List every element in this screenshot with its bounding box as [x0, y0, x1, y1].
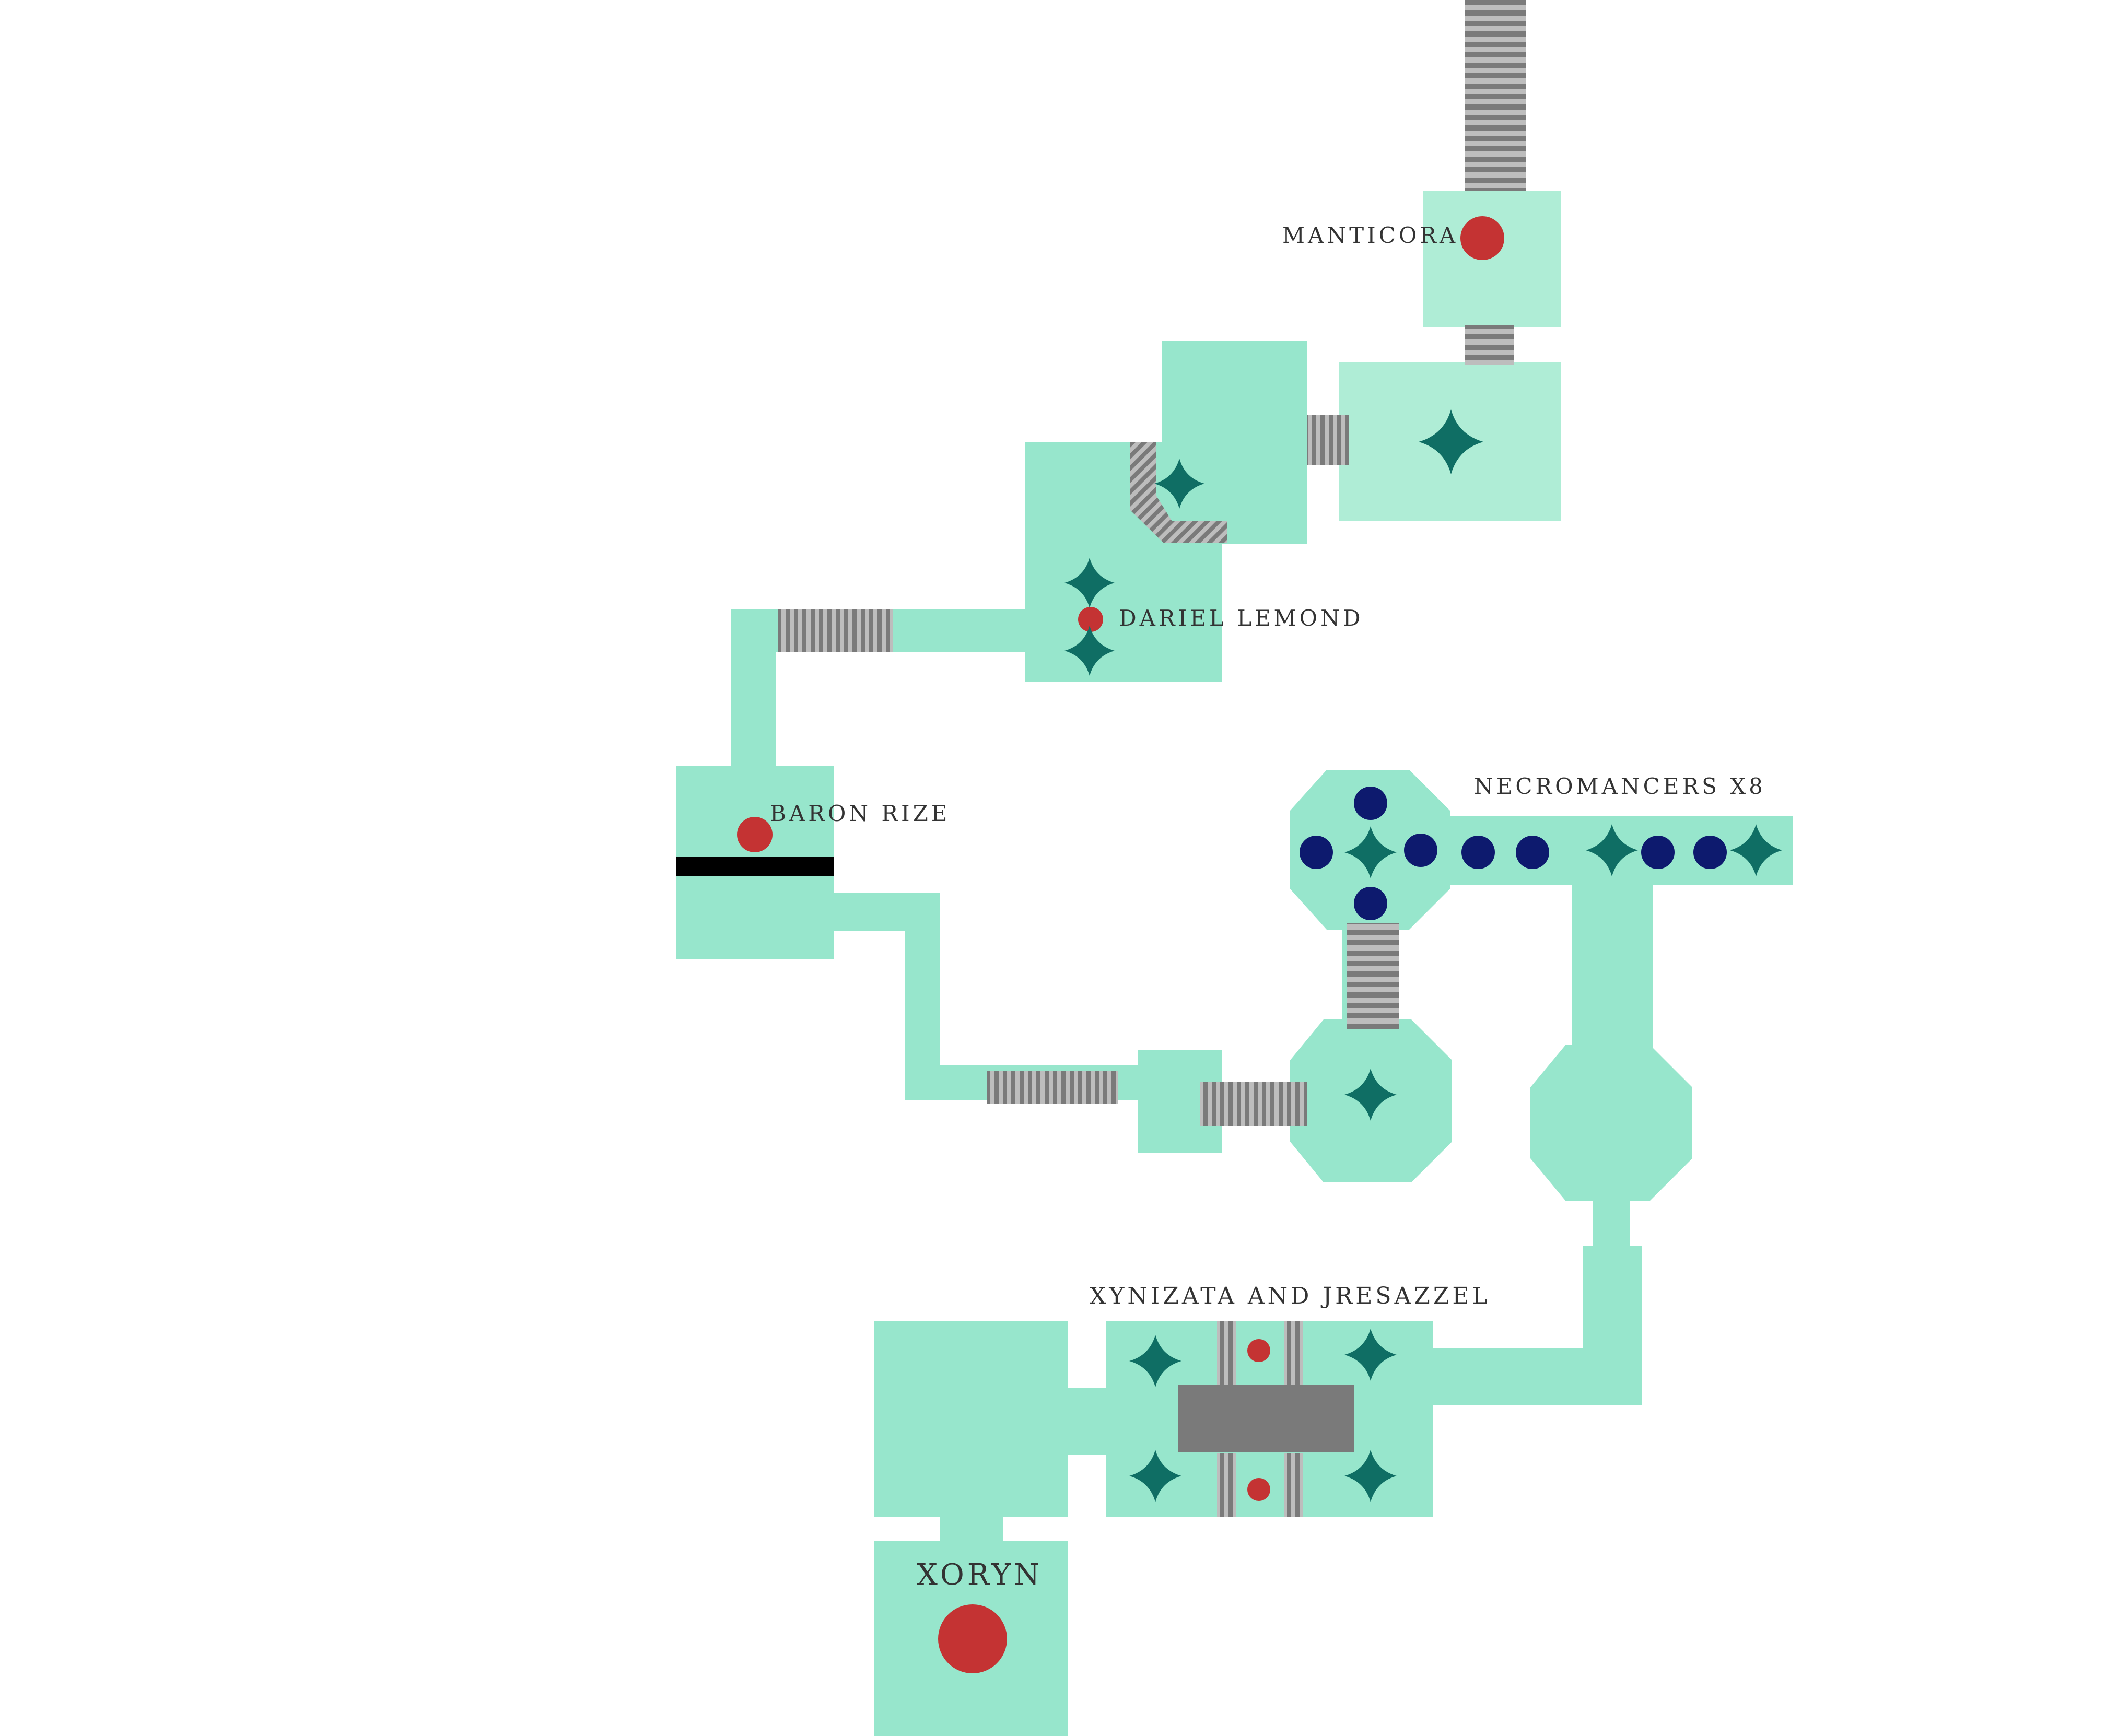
- encounter-star-icon[interactable]: [1064, 558, 1115, 608]
- necromancer-markers: [1300, 787, 1727, 920]
- label-xoryn: XORYN: [917, 1558, 1043, 1592]
- encounter-star-icon[interactable]: [1419, 409, 1483, 474]
- necromancer-marker[interactable]: [1461, 836, 1495, 869]
- stairs-xynizata-left-south: [1217, 1453, 1236, 1517]
- necromancer-marker[interactable]: [1693, 836, 1727, 869]
- encounter-star-icon[interactable]: [1344, 1450, 1397, 1502]
- boss-manticora-marker[interactable]: [1460, 216, 1504, 260]
- stairs-xynizata-right-north: [1284, 1321, 1303, 1389]
- central-platform: [1178, 1385, 1354, 1452]
- corridor-to-xynizata: [1431, 1348, 1642, 1405]
- xynizata-west-connector: [1066, 1388, 1108, 1455]
- manticora-room: [1423, 191, 1561, 327]
- encounter-star-icon[interactable]: [1064, 626, 1115, 676]
- lower-left-room: [874, 1321, 1068, 1517]
- necromancer-marker[interactable]: [1516, 836, 1549, 869]
- label-necromancers: NECROMANCERS X8: [1474, 773, 1766, 799]
- necromancer-marker[interactable]: [1404, 834, 1437, 867]
- encounter-markers: [1064, 409, 1782, 1502]
- barrier-wall: [676, 857, 834, 876]
- boss-jresazzel-marker[interactable]: [1247, 1478, 1270, 1501]
- encounter-star-icon[interactable]: [1129, 1335, 1181, 1387]
- stairs-dariel-bend: [1130, 442, 1227, 543]
- map-labels: MANTICORA DARIEL LEMOND BARON RIZE NECRO…: [770, 222, 1766, 1592]
- encounter-star-icon[interactable]: [1344, 826, 1397, 878]
- label-baron: BARON RIZE: [770, 801, 950, 826]
- encounter-star-icon[interactable]: [1730, 824, 1782, 876]
- necromancer-marker[interactable]: [1354, 787, 1387, 820]
- boss-markers: [737, 216, 1504, 1673]
- xoryn-neck: [940, 1514, 1003, 1543]
- dariel-room: [1025, 442, 1222, 682]
- east-narrow-corridor: [1593, 1199, 1630, 1251]
- label-dariel: DARIEL LEMOND: [1119, 605, 1364, 631]
- stairs-octagon-link: [1347, 923, 1399, 1029]
- encounter-star-icon[interactable]: [1154, 459, 1204, 509]
- boss-xoryn-marker[interactable]: [938, 1604, 1007, 1673]
- stairs-lower-corridor: [987, 1071, 1118, 1104]
- stairs-xynizata-right-south: [1284, 1453, 1303, 1517]
- necromancer-marker[interactable]: [1641, 836, 1675, 869]
- encounter-star-icon[interactable]: [1344, 1069, 1397, 1121]
- boss-xynizata-marker[interactable]: [1247, 1339, 1270, 1362]
- corridor-to-baron: [731, 609, 776, 771]
- stairs-upper-link: [1307, 415, 1349, 465]
- encounter-star-icon[interactable]: [1586, 824, 1638, 876]
- boss-dariel-marker[interactable]: [1078, 607, 1103, 632]
- stairs-manticora-south: [1465, 325, 1514, 365]
- stairs-layer: [778, 0, 1526, 1517]
- east-corridor: [1572, 883, 1653, 1050]
- encounter-star-icon[interactable]: [1129, 1450, 1181, 1502]
- necromancer-marker[interactable]: [1354, 887, 1387, 920]
- necromancer-marker[interactable]: [1300, 836, 1333, 869]
- east-octagon-room: [1530, 1045, 1692, 1201]
- boss-baron-marker[interactable]: [737, 817, 773, 852]
- encounter-star-icon[interactable]: [1344, 1329, 1397, 1381]
- stairs-west-corridor: [778, 609, 893, 652]
- stairs-north: [1465, 0, 1526, 191]
- stairs-xynizata-left-north: [1217, 1321, 1236, 1389]
- label-manticora: MANTICORA: [1282, 222, 1458, 248]
- label-xynizata: XYNIZATA AND JRESAZZEL: [1090, 1283, 1491, 1309]
- stairs-small-room-east: [1200, 1082, 1307, 1126]
